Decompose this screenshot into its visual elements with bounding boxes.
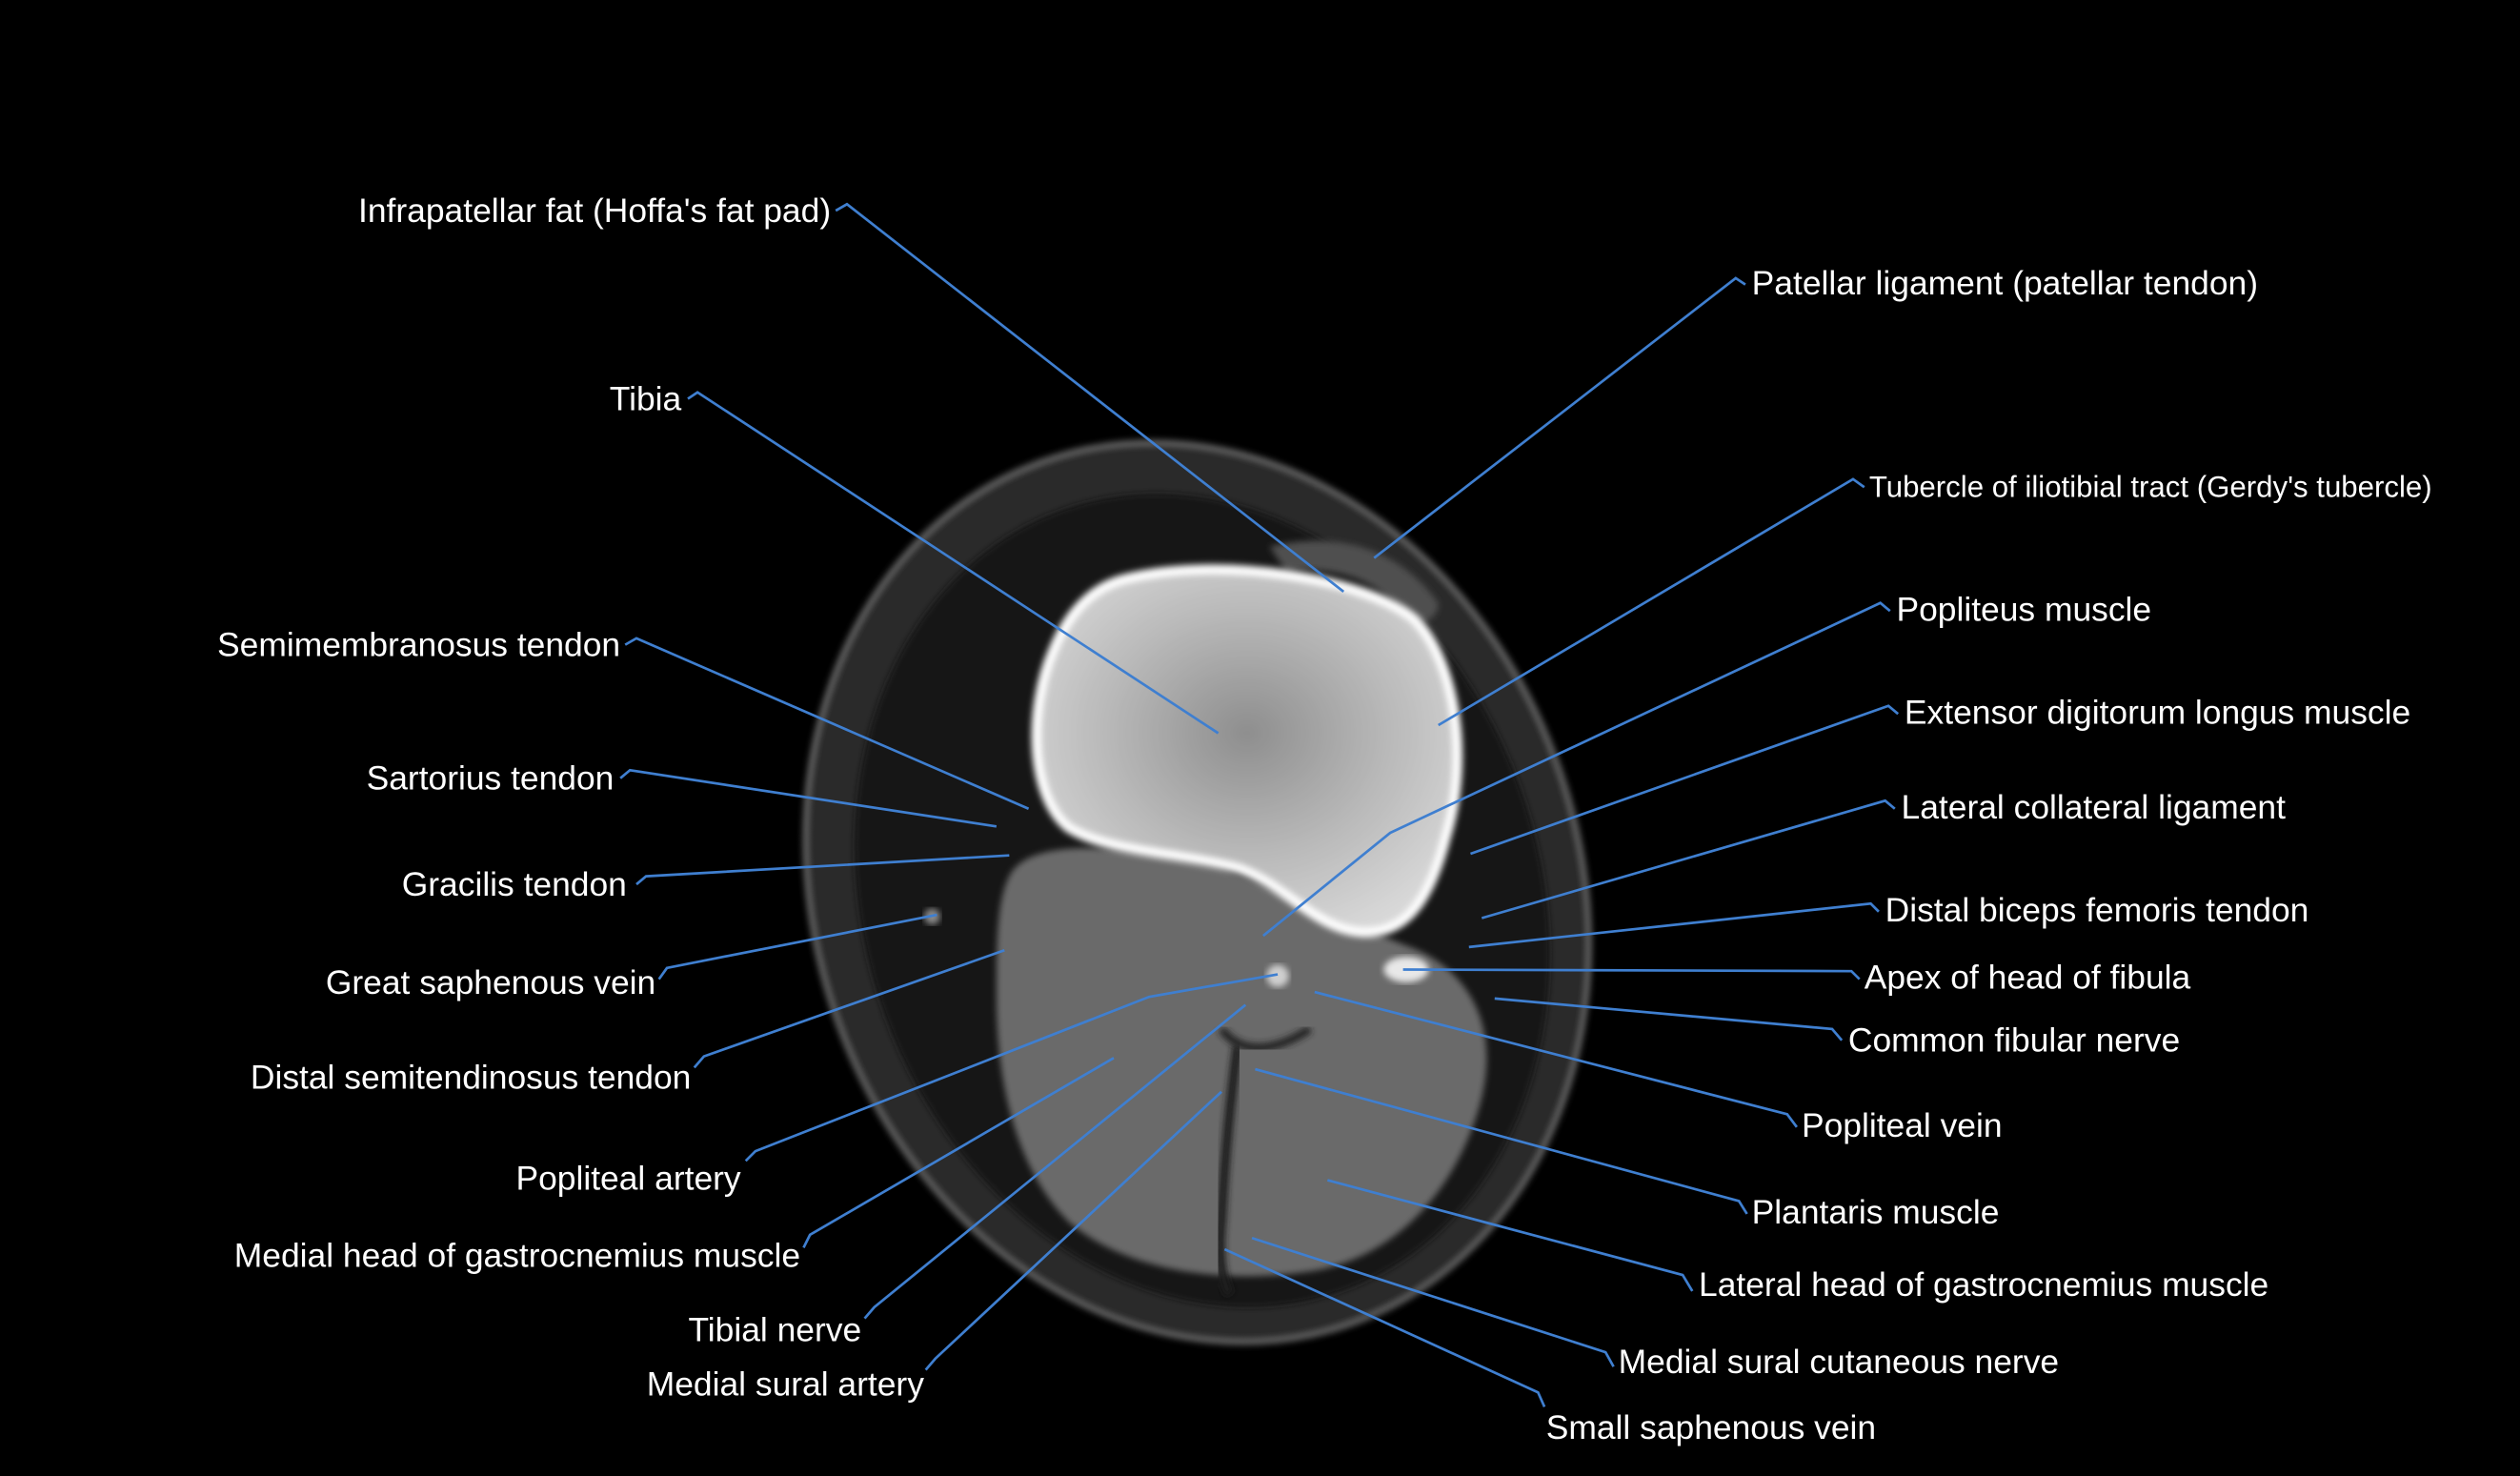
popliteal-vessel-shape (1266, 964, 1289, 988)
label-sartorius-tendon: Sartorius tendon (367, 758, 615, 797)
right-labels: Patellar ligament (patellar tendon) Tube… (1546, 264, 2432, 1446)
label-distal-biceps-femoris-tendon: Distal biceps femoris tendon (1885, 891, 2309, 929)
label-extensor-digitorum-longus: Extensor digitorum longus muscle (1905, 693, 2410, 731)
label-infrapatellar-fat: Infrapatellar fat (Hoffa's fat pad) (358, 192, 831, 230)
label-lateral-head-gastrocnemius: Lateral head of gastrocnemius muscle (1699, 1265, 2268, 1304)
label-medial-sural-artery: Medial sural artery (647, 1365, 924, 1404)
label-common-fibular-nerve: Common fibular nerve (1848, 1021, 2180, 1060)
label-popliteal-vein: Popliteal vein (1802, 1106, 2003, 1144)
label-gerdys-tubercle: Tubercle of iliotibial tract (Gerdy's tu… (1869, 470, 2432, 503)
label-small-saphenous-vein: Small saphenous vein (1546, 1408, 1876, 1446)
label-apex-head-fibula: Apex of head of fibula (1865, 959, 2191, 997)
label-semimembranosus-tendon: Semimembranosus tendon (217, 625, 620, 663)
label-tibial-nerve: Tibial nerve (688, 1310, 861, 1348)
intermuscular-cleft (1215, 1044, 1242, 1297)
label-popliteus-muscle: Popliteus muscle (1896, 590, 2151, 628)
label-tibia: Tibia (610, 379, 682, 417)
label-medial-sural-cutaneous-nerve: Medial sural cutaneous nerve (1619, 1343, 2059, 1381)
left-labels: Infrapatellar fat (Hoffa's fat pad) Tibi… (217, 192, 924, 1404)
label-popliteal-artery: Popliteal artery (516, 1160, 741, 1198)
label-plantaris-muscle: Plantaris muscle (1752, 1193, 2000, 1231)
muscle-mass (996, 848, 1487, 1277)
tibia-shape (1031, 564, 1463, 938)
label-lateral-collateral-ligament: Lateral collateral ligament (1902, 788, 2287, 826)
leader-lines (619, 202, 1900, 1407)
label-patellar-ligament: Patellar ligament (patellar tendon) (1752, 264, 2258, 302)
label-medial-head-gastrocnemius: Medial head of gastrocnemius muscle (234, 1237, 800, 1275)
ct-slice (802, 439, 1592, 1345)
label-distal-semitendinosus-tendon: Distal semitendinosus tendon (251, 1058, 691, 1096)
label-great-saphenous-vein: Great saphenous vein (326, 963, 655, 1001)
label-gracilis-tendon: Gracilis tendon (402, 865, 627, 903)
